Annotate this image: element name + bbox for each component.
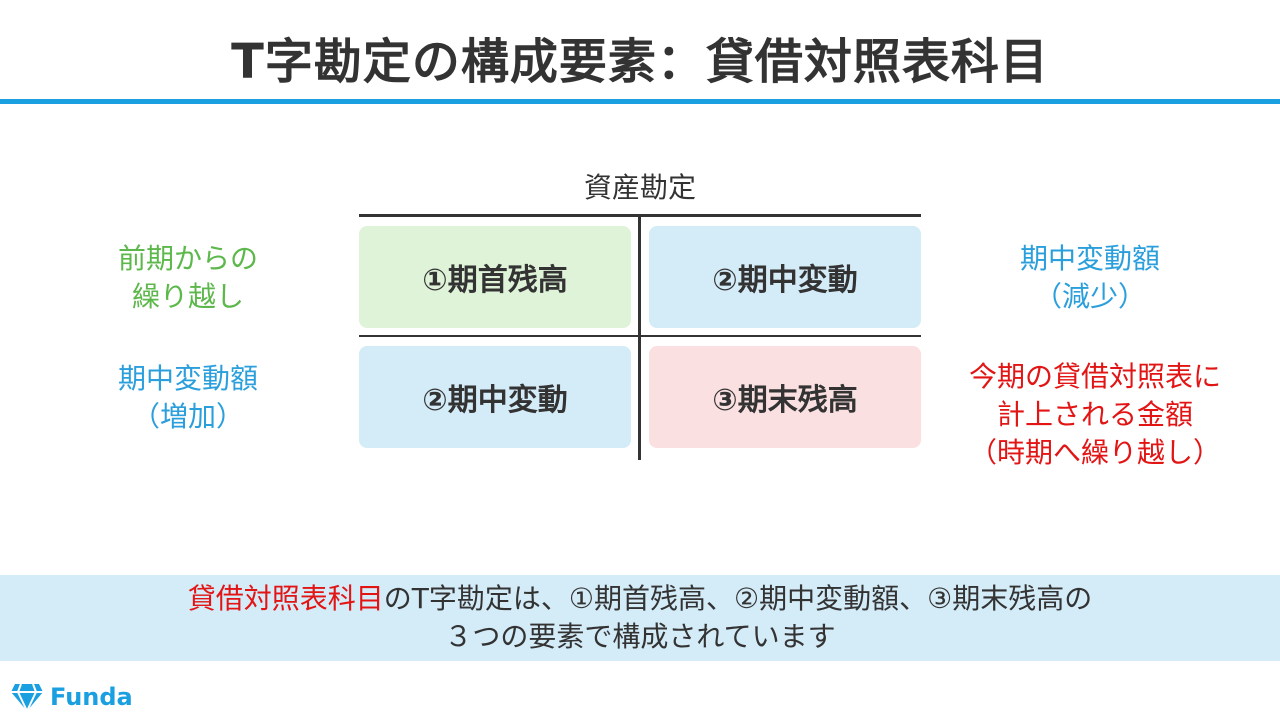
page-title: T字勘定の構成要素：貸借対照表科目 [231, 34, 1049, 90]
note-increase: 期中変動額 （増加） [88, 360, 288, 436]
note-decrease: 期中変動額 （減少） [990, 240, 1190, 316]
note-closing-line1: 今期の貸借対照表に [968, 360, 1221, 393]
title-underline [0, 99, 1280, 104]
funda-logo: Funda [10, 680, 133, 714]
cell-change-decrease: ②期中変動 [649, 226, 921, 328]
cell-change-increase: ②期中変動 [359, 346, 631, 448]
note-increase-line1: 期中変動額 [117, 362, 258, 395]
summary-line2: ３つの要素で構成されています [444, 620, 836, 653]
funda-diamond-icon [11, 683, 43, 712]
cell-closing-balance: ③期末残高 [649, 346, 921, 448]
note-closing-line2: 計上される金額 [996, 398, 1193, 431]
note-carried-forward-line1: 前期からの [117, 242, 258, 275]
cell-closing-balance-label: ③期末残高 [712, 383, 858, 418]
note-closing: 今期の貸借対照表に 計上される金額 （時期へ繰り越し） [935, 358, 1255, 472]
summary-line1: 貸借対照表科目のT字勘定は、①期首残高、②期中変動額、③期末残高の [0, 580, 1280, 618]
summary-banner: 貸借対照表科目のT字勘定は、①期首残高、②期中変動額、③期末残高の ３つの要素で… [0, 575, 1280, 661]
cell-change-increase-label: ②期中変動 [422, 383, 568, 418]
note-carried-forward-line2: 繰り越し [131, 280, 244, 313]
summary-highlight: 貸借対照表科目 [187, 582, 384, 615]
cell-opening-balance-label: ①期首残高 [422, 263, 568, 298]
note-decrease-line2: （減少） [1033, 280, 1146, 313]
note-closing-line3: （時期へ繰り越し） [968, 436, 1221, 469]
account-label: 資産勘定 [583, 171, 696, 204]
funda-logo-text: Funda [50, 683, 133, 711]
note-carried-forward: 前期からの 繰り越し [88, 240, 288, 316]
note-decrease-line1: 期中変動額 [1019, 242, 1160, 275]
cell-change-decrease-label: ②期中変動 [712, 263, 858, 298]
cell-opening-balance: ①期首残高 [359, 226, 631, 328]
t-account-vertical-line [638, 214, 641, 460]
summary-rest: のT字勘定は、①期首残高、②期中変動額、③期末残高の [383, 582, 1093, 615]
note-increase-line2: （増加） [131, 400, 244, 433]
